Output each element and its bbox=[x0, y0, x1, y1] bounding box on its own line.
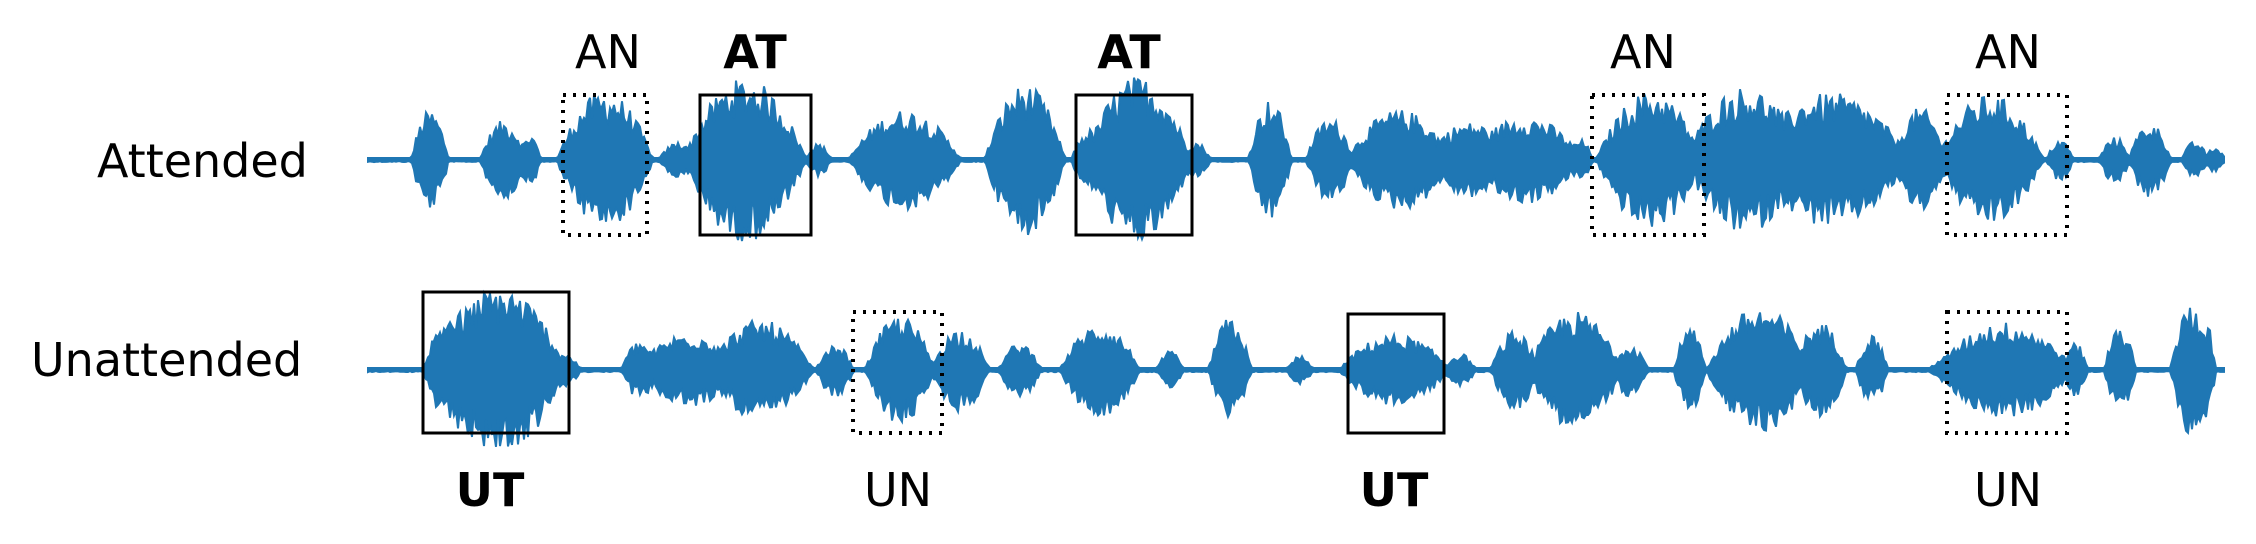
waveform-unattended bbox=[367, 289, 2225, 447]
segment-box-unattended-3 bbox=[1346, 312, 1446, 435]
segment-box-unattended-1 bbox=[421, 290, 571, 435]
segment-label-unattended-3: UT bbox=[1359, 463, 1429, 517]
segment-box-unattended-4 bbox=[1945, 310, 2069, 435]
segment-label-unattended-1: UT bbox=[455, 463, 525, 517]
segment-box-attended-2 bbox=[698, 93, 813, 237]
segment-label-unattended-2: UN bbox=[863, 463, 933, 517]
segment-box-attended-4 bbox=[1590, 93, 1706, 237]
segment-label-attended-2: AT bbox=[723, 25, 787, 79]
segment-label-unattended-4: UN bbox=[1973, 463, 2043, 517]
row-label-attended: Attended bbox=[97, 134, 308, 188]
segment-box-attended-5 bbox=[1945, 93, 2069, 237]
segment-label-attended-4: AN bbox=[1610, 25, 1676, 79]
waveform-attended bbox=[367, 77, 2225, 243]
row-label-unattended: Unattended bbox=[31, 333, 303, 387]
segment-label-attended-1: AN bbox=[575, 25, 641, 79]
segment-box-attended-3 bbox=[1074, 93, 1194, 237]
segment-label-attended-5: AN bbox=[1975, 25, 2041, 79]
segment-box-attended-1 bbox=[561, 93, 649, 237]
segment-label-attended-3: AT bbox=[1097, 25, 1161, 79]
